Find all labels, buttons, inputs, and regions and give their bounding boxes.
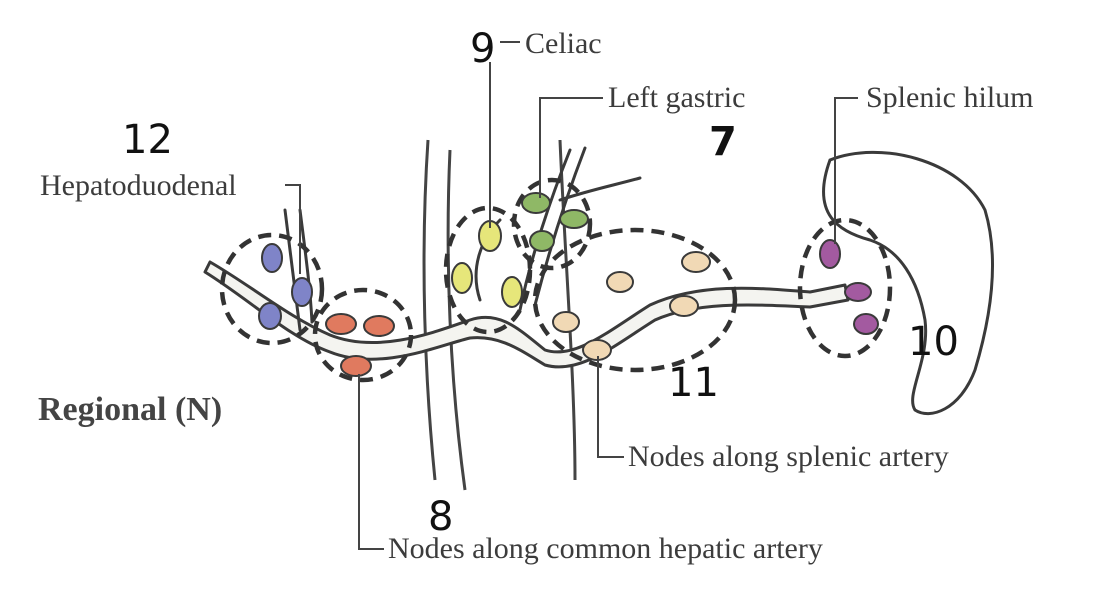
ring-common-hepatic [312, 287, 414, 383]
node-left-gastric [521, 192, 551, 214]
number-8: 8 [428, 494, 453, 540]
label-hepatoduodenal: Hepatoduodenal [40, 169, 237, 202]
node-hepatoduodenal [258, 302, 282, 330]
node-left-gastric [559, 209, 589, 229]
node-hepatoduodenal [261, 243, 283, 273]
label-regional: Regional (N) [38, 391, 222, 428]
node-celiac [501, 276, 523, 308]
node-hepatoduodenal [291, 277, 313, 307]
number-12: 12 [122, 117, 173, 163]
ring-hepatoduodenal [219, 232, 325, 346]
artery-trunk [203, 146, 850, 369]
node-common-hepatic [325, 313, 357, 335]
node-splenic-hilum [853, 313, 879, 335]
node-splenic-artery [606, 271, 634, 293]
node-splenic-hilum [819, 239, 841, 269]
node-left-gastric [529, 230, 555, 252]
lymph-nodes [258, 192, 879, 377]
node-celiac [451, 262, 473, 294]
node-splenic-artery [552, 311, 580, 333]
number-9: 9 [470, 26, 495, 72]
number-10: 10 [908, 319, 959, 365]
ring-splenic-hilum [797, 217, 893, 359]
leader-lines [285, 41, 858, 550]
label-common-hepatic-nodes: Nodes along common hepatic artery [388, 532, 823, 565]
node-common-hepatic [363, 315, 395, 337]
number-11: 11 [668, 360, 719, 406]
spleen-outline [822, 150, 994, 416]
label-celiac: Celiac [525, 27, 602, 60]
label-left-gastric: Left gastric [608, 81, 745, 114]
number-7: 7 [709, 119, 737, 165]
node-splenic-hilum [844, 282, 872, 302]
label-splenic-hilum: Splenic hilum [866, 81, 1034, 114]
node-splenic-artery [669, 295, 699, 317]
ring-left-gastric [511, 177, 593, 271]
ring-celiac [443, 205, 533, 335]
node-common-hepatic [340, 355, 372, 377]
label-splenic-artery-nodes: Nodes along splenic artery [628, 440, 949, 473]
ring-splenic-artery [532, 227, 738, 373]
node-splenic-artery [681, 251, 711, 273]
